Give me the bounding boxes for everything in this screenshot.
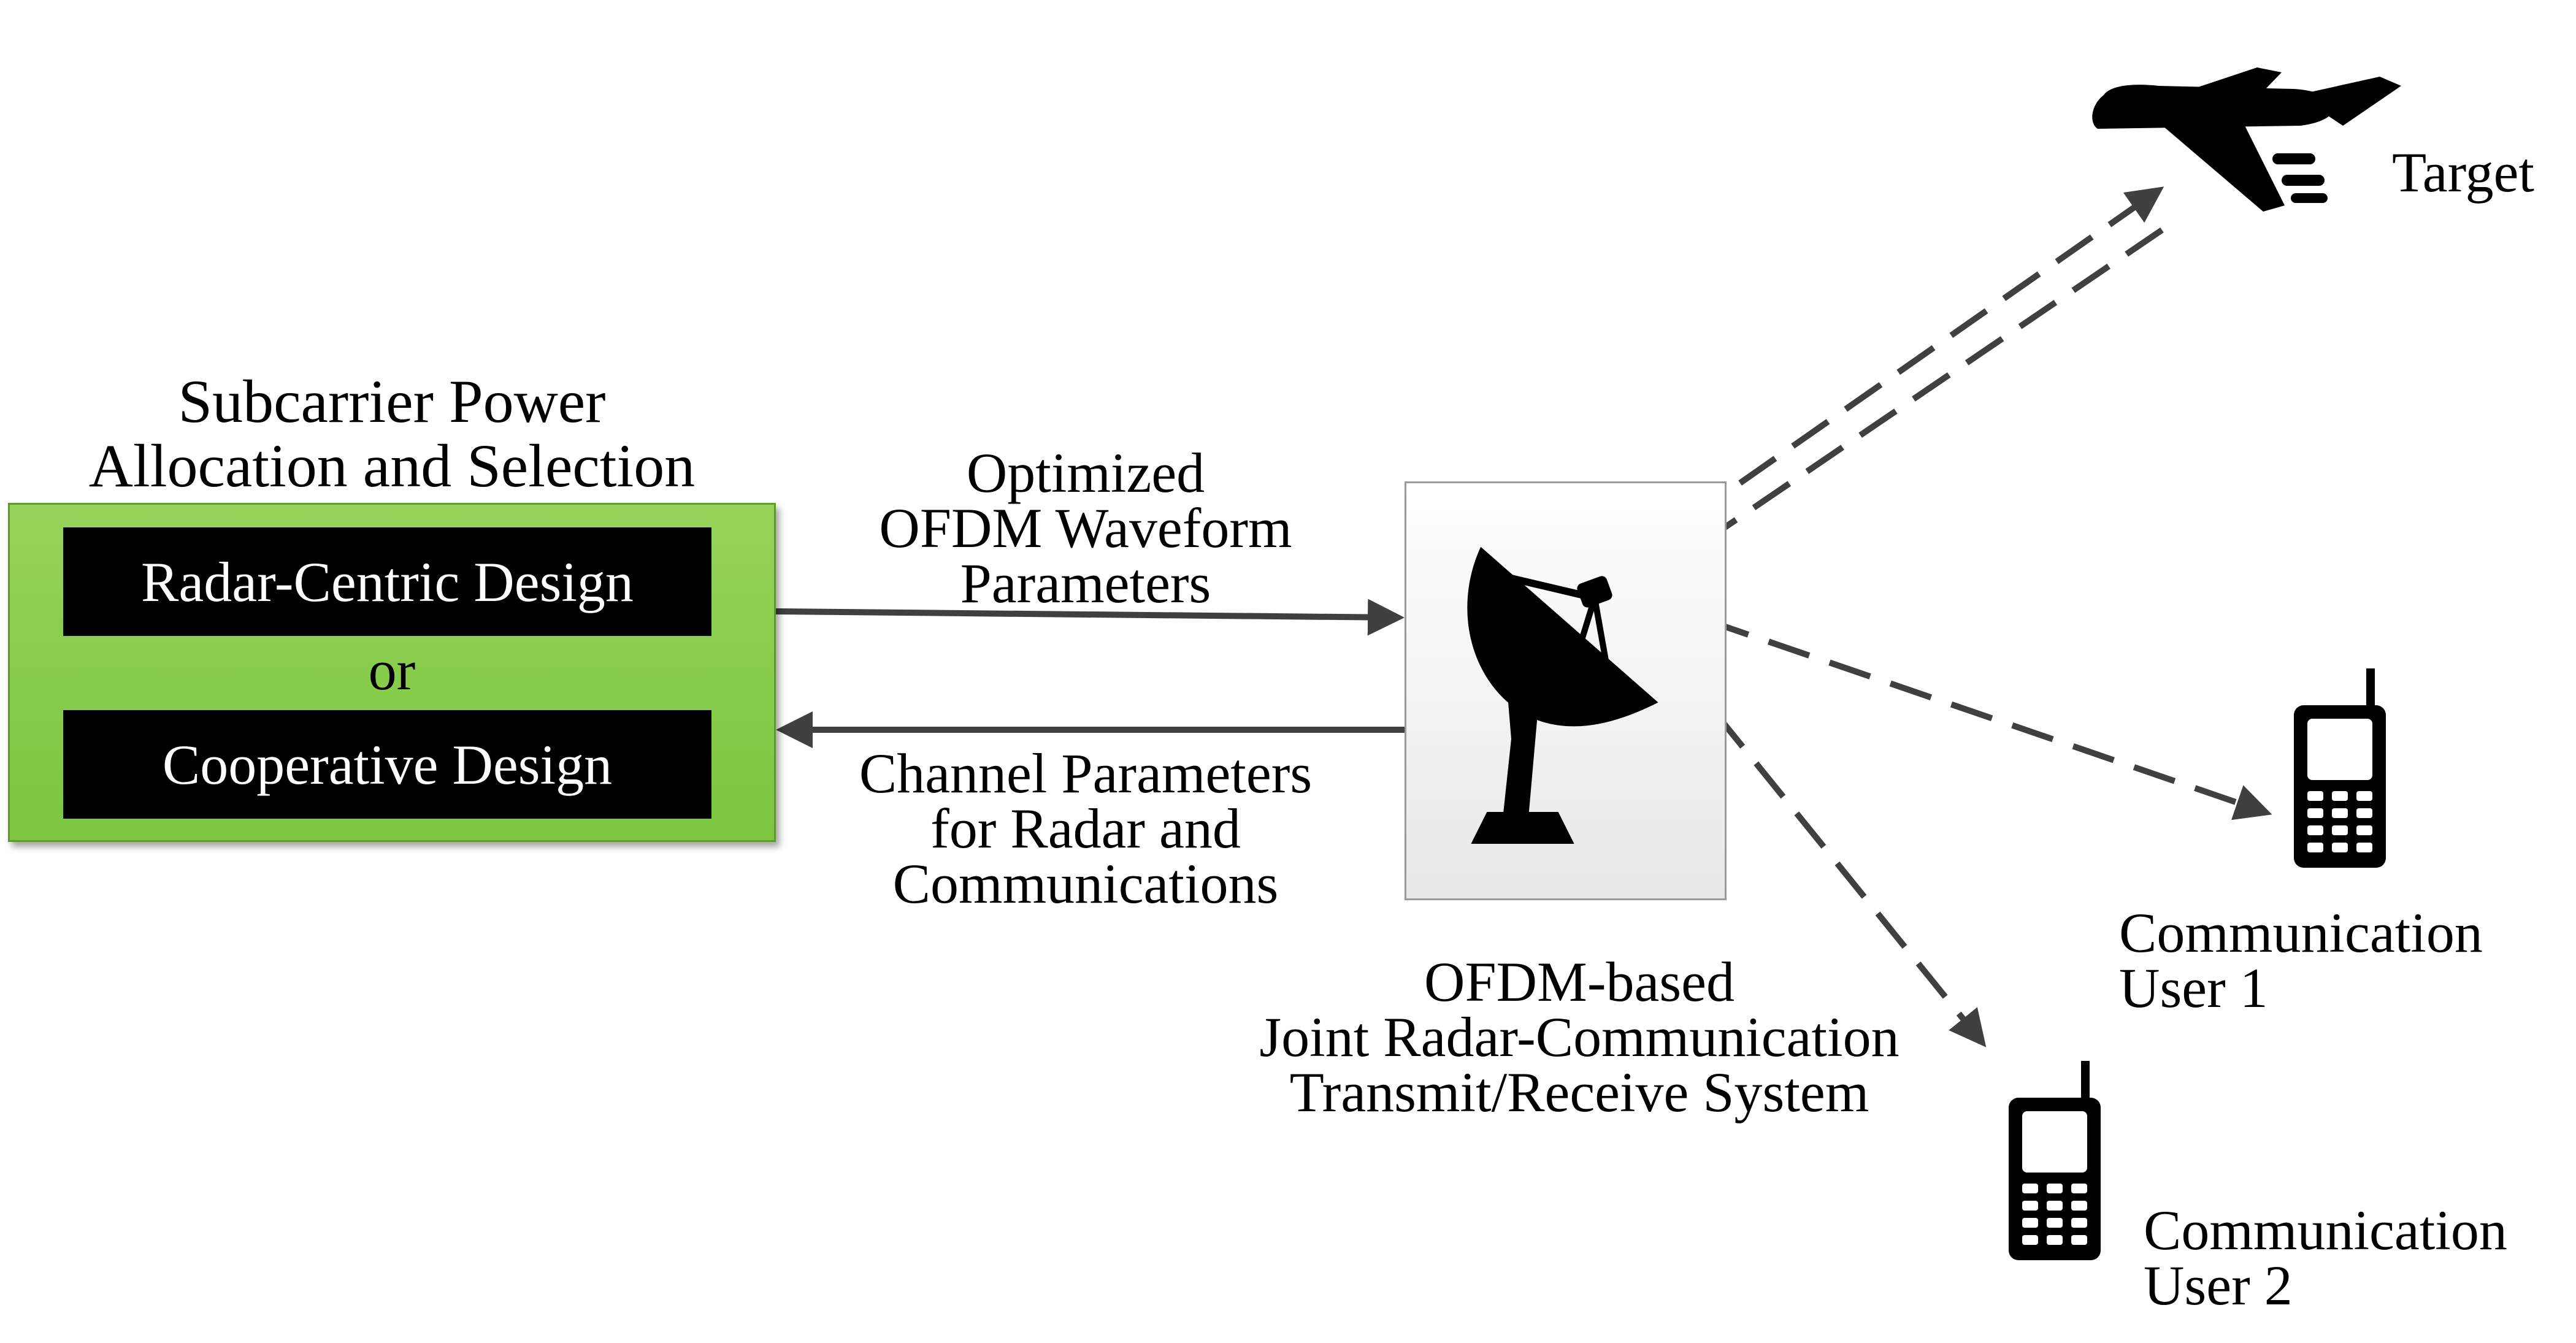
allocation-title-line1: Subcarrier Power: [178, 367, 606, 435]
user1-label-line2: User 1: [2119, 957, 2268, 1019]
mobile-phone-icon: [2009, 1061, 2101, 1260]
mobile-phone-icon: [2294, 668, 2386, 868]
radar-dish-icon: [1467, 546, 1658, 844]
airplane-icon: [2092, 67, 2401, 212]
forward-link-label-line1: Optimized: [966, 442, 1205, 504]
allocation-title-line2: Allocation and Selection: [88, 432, 696, 500]
user2-label-line2: User 2: [2144, 1254, 2293, 1317]
target-label: Target: [2392, 141, 2534, 204]
system-label-line2: Joint Radar-Communication: [1259, 1006, 1899, 1068]
user1-label-line1: Communication: [2119, 901, 2483, 964]
forward-arrow: [775, 599, 1405, 636]
system-label-line1: OFDM-based: [1424, 951, 1735, 1013]
user2-label-line1: Communication: [2144, 1199, 2507, 1261]
joint-system-box: [1405, 481, 1727, 900]
user1-link: [1646, 597, 2272, 821]
forward-link-label-line2: OFDM Waveform: [879, 497, 1292, 559]
feedback-link-label-line2: for Radar and: [930, 797, 1241, 860]
feedback-link-label-line1: Channel Parameters: [859, 742, 1313, 805]
radar-centric-design-box: Radar-Centric Design: [63, 527, 711, 636]
feedback-link-label-line3: Communications: [892, 852, 1279, 915]
forward-link-label-line3: Parameters: [960, 552, 1211, 614]
design-separator: or: [368, 639, 416, 702]
target-echo-link: [1638, 227, 2164, 586]
cooperative-design-box: Cooperative Design: [63, 710, 711, 819]
system-label-line3: Transmit/Receive System: [1289, 1061, 1869, 1123]
